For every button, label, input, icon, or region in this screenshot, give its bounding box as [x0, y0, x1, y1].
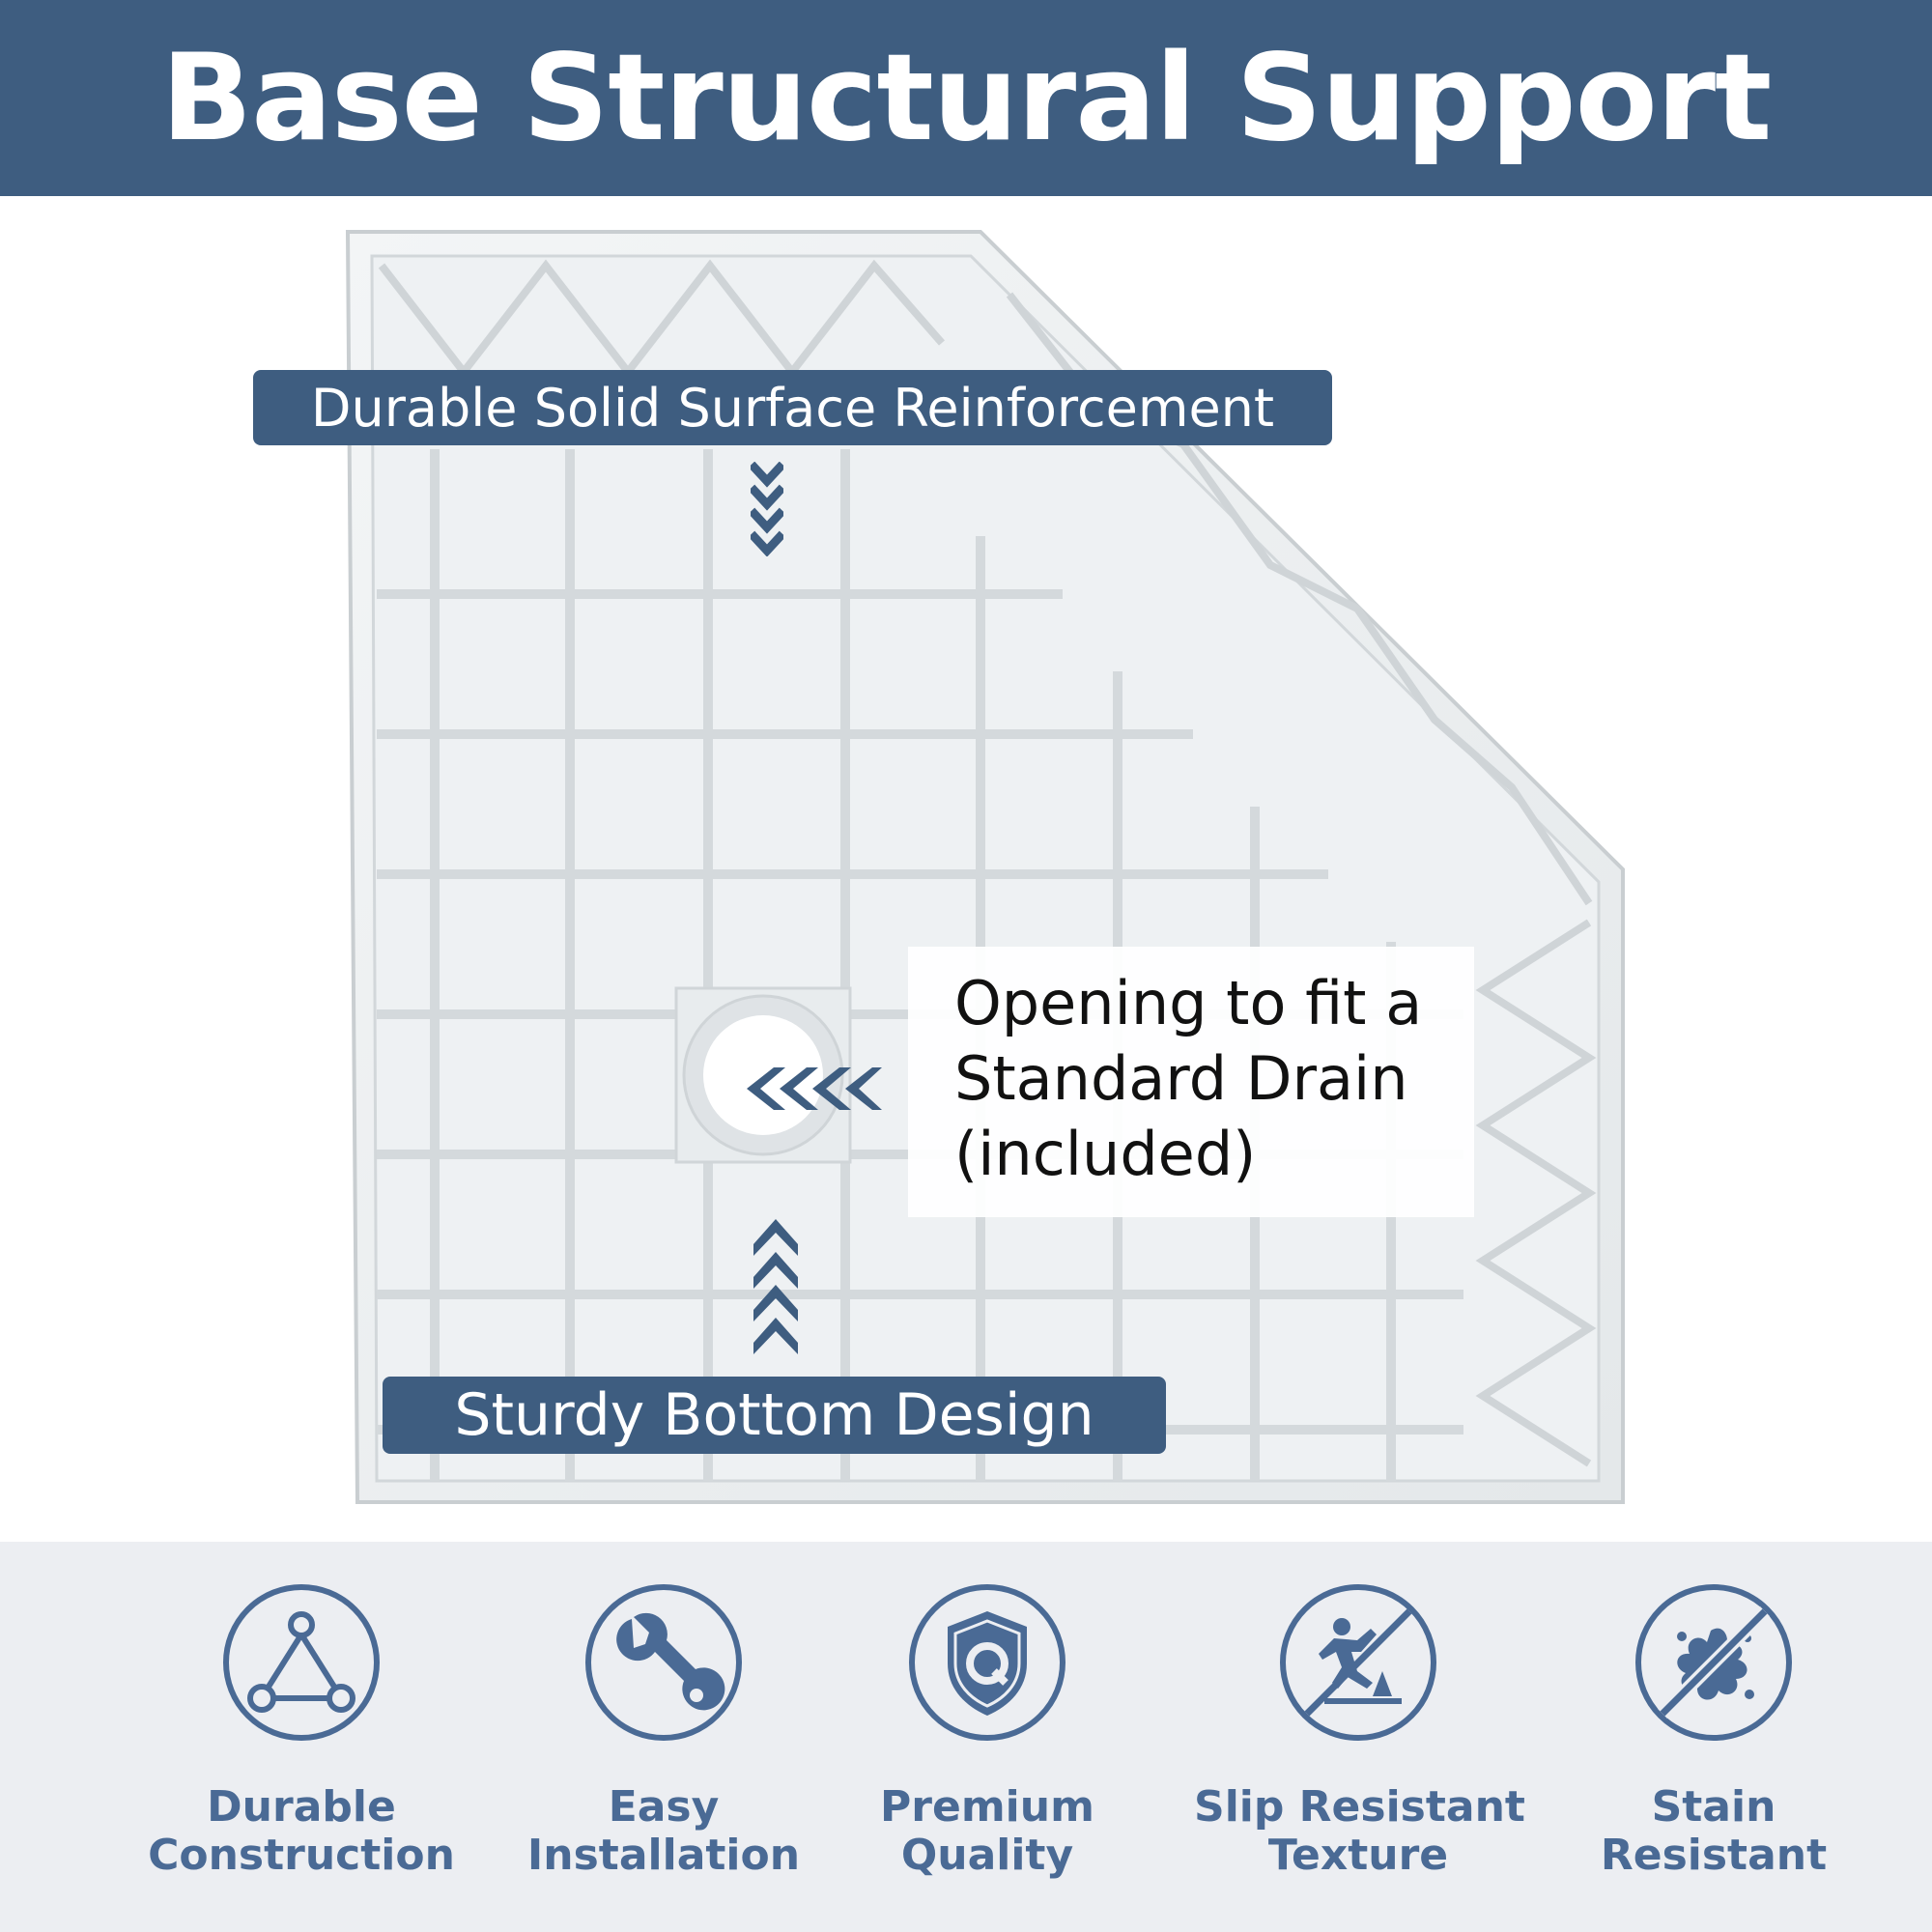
drain-line: Opening to fit a	[954, 968, 1423, 1038]
feature-label-line: Stain	[1651, 1782, 1776, 1832]
drain-callout-text: Opening to fit a Standard Drain (include…	[954, 966, 1422, 1192]
drain-callout-box	[908, 947, 1474, 1217]
feature-label: Stain Resistant	[1549, 1783, 1878, 1880]
feature-label-line: Installation	[526, 1831, 801, 1880]
feature-label-line: Slip Resistant	[1194, 1782, 1525, 1832]
feature-label-line: Easy	[608, 1782, 720, 1832]
feature-label: Slip Resistant Texture	[1194, 1782, 1525, 1880]
chevron-up-icon	[753, 1219, 798, 1354]
wrench-icon	[585, 1584, 742, 1741]
reinforcement-label: Durable Solid Surface Reinforcement	[253, 370, 1332, 445]
feature-easy-installation: Easy Installation	[499, 1542, 828, 1932]
feature-stain-resistant: Stain Resistant	[1549, 1542, 1878, 1932]
chevron-down-icon	[751, 462, 783, 556]
drain-line: (included)	[954, 1119, 1257, 1189]
feature-premium-quality: Premium Quality	[823, 1542, 1151, 1932]
feature-durable-construction: Durable Construction	[137, 1542, 466, 1932]
feature-label-line: Resistant	[1600, 1831, 1828, 1880]
feature-label-line: Quality	[900, 1831, 1074, 1880]
triangle-nodes-icon	[223, 1584, 380, 1741]
chevron-left-icon	[747, 1067, 882, 1110]
no-stain-icon	[1635, 1584, 1792, 1741]
features-bar: Durable Construction Easy Installation P…	[0, 1542, 1932, 1932]
feature-label-line: Premium	[880, 1782, 1094, 1832]
feature-label-line: Durable	[207, 1782, 396, 1832]
header-banner: Base Structural Support	[0, 0, 1932, 196]
bottom-design-label: Sturdy Bottom Design	[383, 1377, 1166, 1454]
feature-label-line: Texture	[1267, 1831, 1449, 1880]
shield-q-icon	[909, 1584, 1065, 1741]
page-title: Base Structural Support	[160, 28, 1773, 168]
feature-label: Easy Installation	[499, 1783, 828, 1880]
feature-label-line: Construction	[148, 1831, 455, 1880]
no-slip-icon	[1280, 1584, 1436, 1741]
feature-slip-resistant: Slip Resistant Texture	[1194, 1542, 1525, 1932]
feature-label: Durable Construction	[137, 1783, 466, 1880]
feature-label: Premium Quality	[823, 1783, 1151, 1880]
drain-line: Standard Drain	[954, 1043, 1408, 1114]
